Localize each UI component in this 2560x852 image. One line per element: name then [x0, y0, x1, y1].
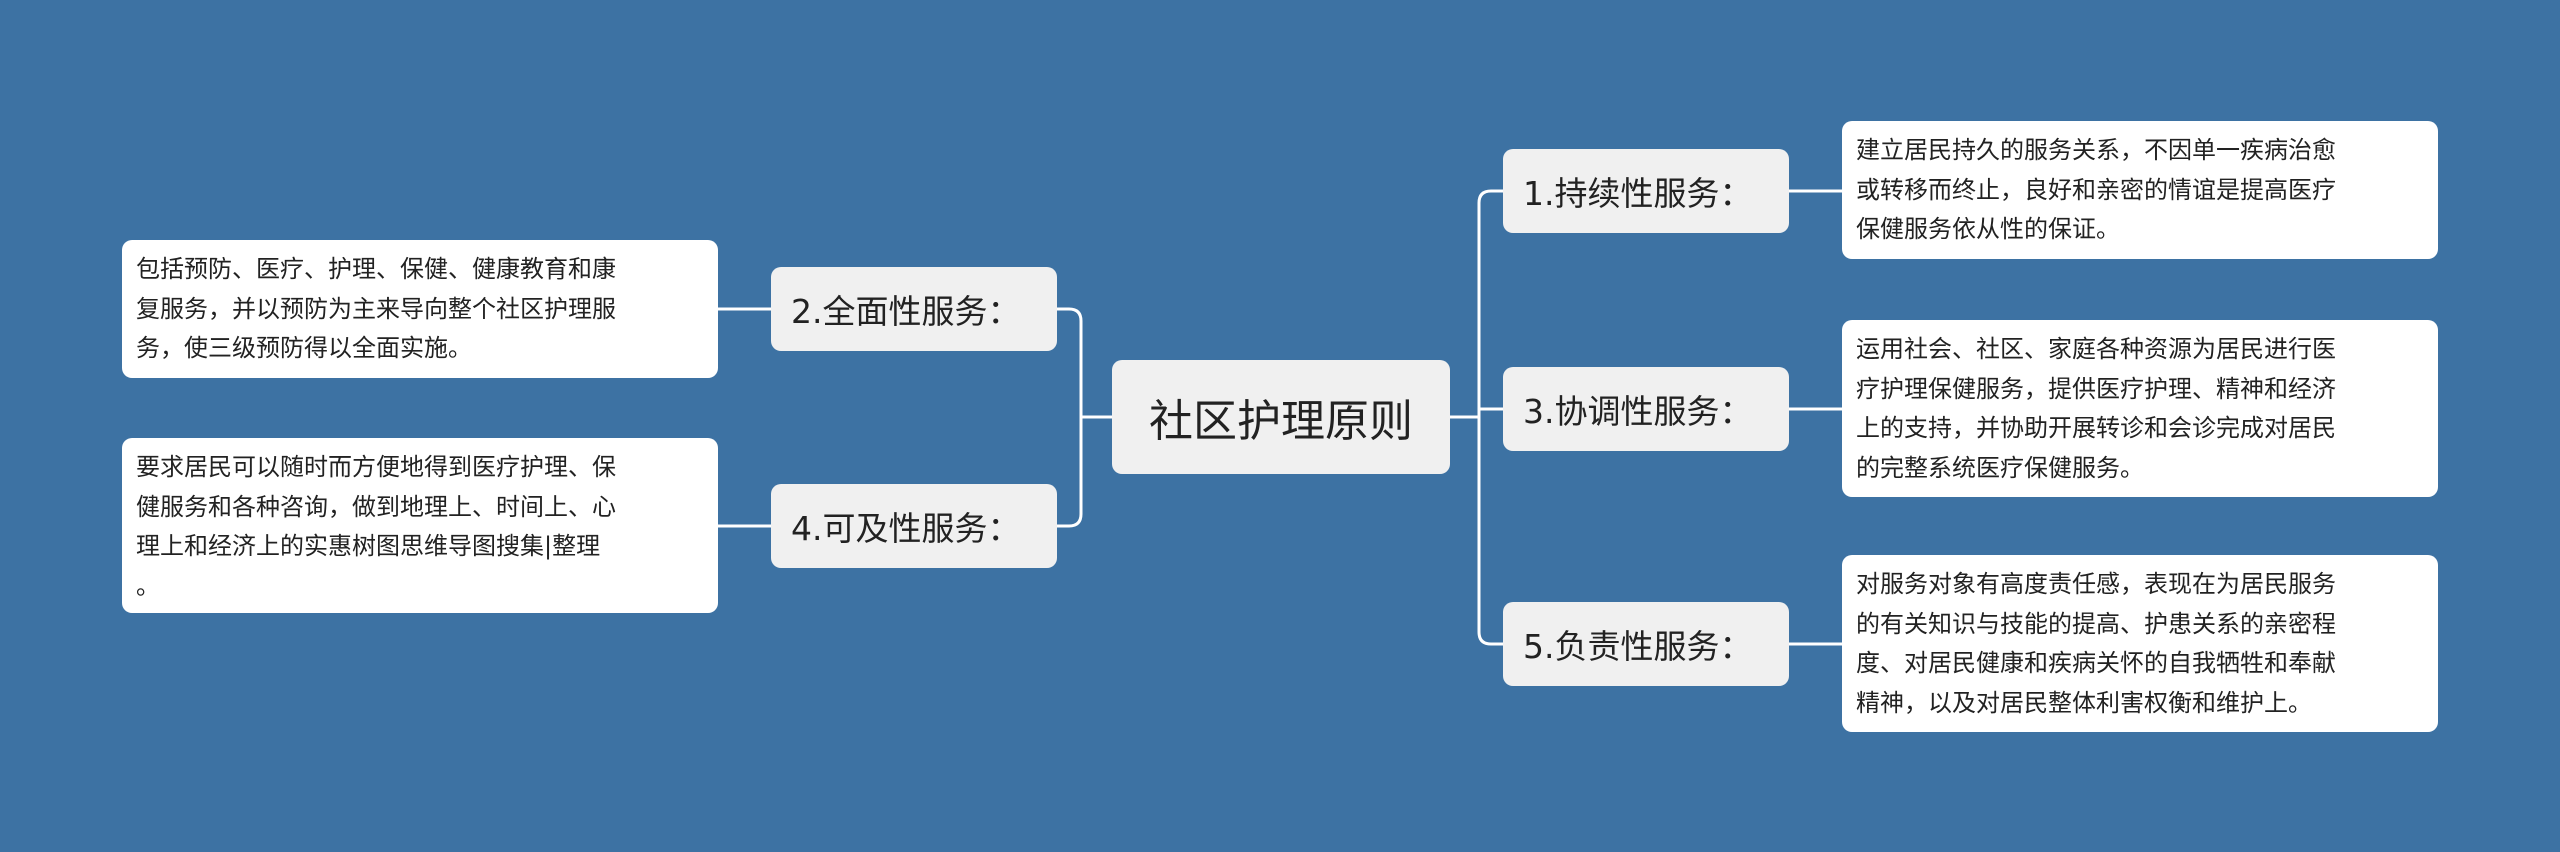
branch-label: 3.协调性服务：	[1523, 392, 1753, 431]
connector-left-trunk	[1057, 307, 1083, 528]
leaf-node-comprehensive-detail[interactable]: 包括预防、医疗、护理、保健、健康教育和康 复服务，并以预防为主来导向整个社区护理…	[122, 240, 718, 378]
leaf-node-responsible-detail[interactable]: 对服务对象有高度责任感，表现在为居民服务 的有关知识与技能的提高、护患关系的亲密…	[1842, 555, 2438, 732]
branch-node-continuous[interactable]: 1.持续性服务：	[1503, 149, 1789, 233]
leaf-node-continuous-detail[interactable]: 建立居民持久的服务关系，不因单一疾病治愈 或转移而终止，良好和亲密的情谊是提高医…	[1842, 121, 2438, 259]
connector-right-trunk	[1477, 189, 1503, 646]
branch-label: 2.全面性服务：	[791, 292, 1021, 331]
branch-label: 4.可及性服务：	[791, 509, 1021, 548]
branch-node-comprehensive[interactable]: 2.全面性服务：	[771, 267, 1057, 351]
root-node[interactable]: 社区护理原则	[1112, 360, 1450, 474]
leaf-node-coordinated-detail[interactable]: 运用社会、社区、家庭各种资源为居民进行医 疗护理保健服务，提供医疗护理、精神和经…	[1842, 320, 2438, 497]
branch-node-coordinated[interactable]: 3.协调性服务：	[1503, 367, 1789, 451]
branch-node-accessible[interactable]: 4.可及性服务：	[771, 484, 1057, 568]
branch-node-responsible[interactable]: 5.负责性服务：	[1503, 602, 1789, 686]
branch-label: 5.负责性服务：	[1523, 627, 1753, 666]
branch-label: 1.持续性服务：	[1523, 174, 1753, 213]
root-label: 社区护理原则	[1149, 396, 1413, 447]
leaf-node-accessible-detail[interactable]: 要求居民可以随时而方便地得到医疗护理、保 健服务和各种咨询，做到地理上、时间上、…	[122, 438, 718, 613]
